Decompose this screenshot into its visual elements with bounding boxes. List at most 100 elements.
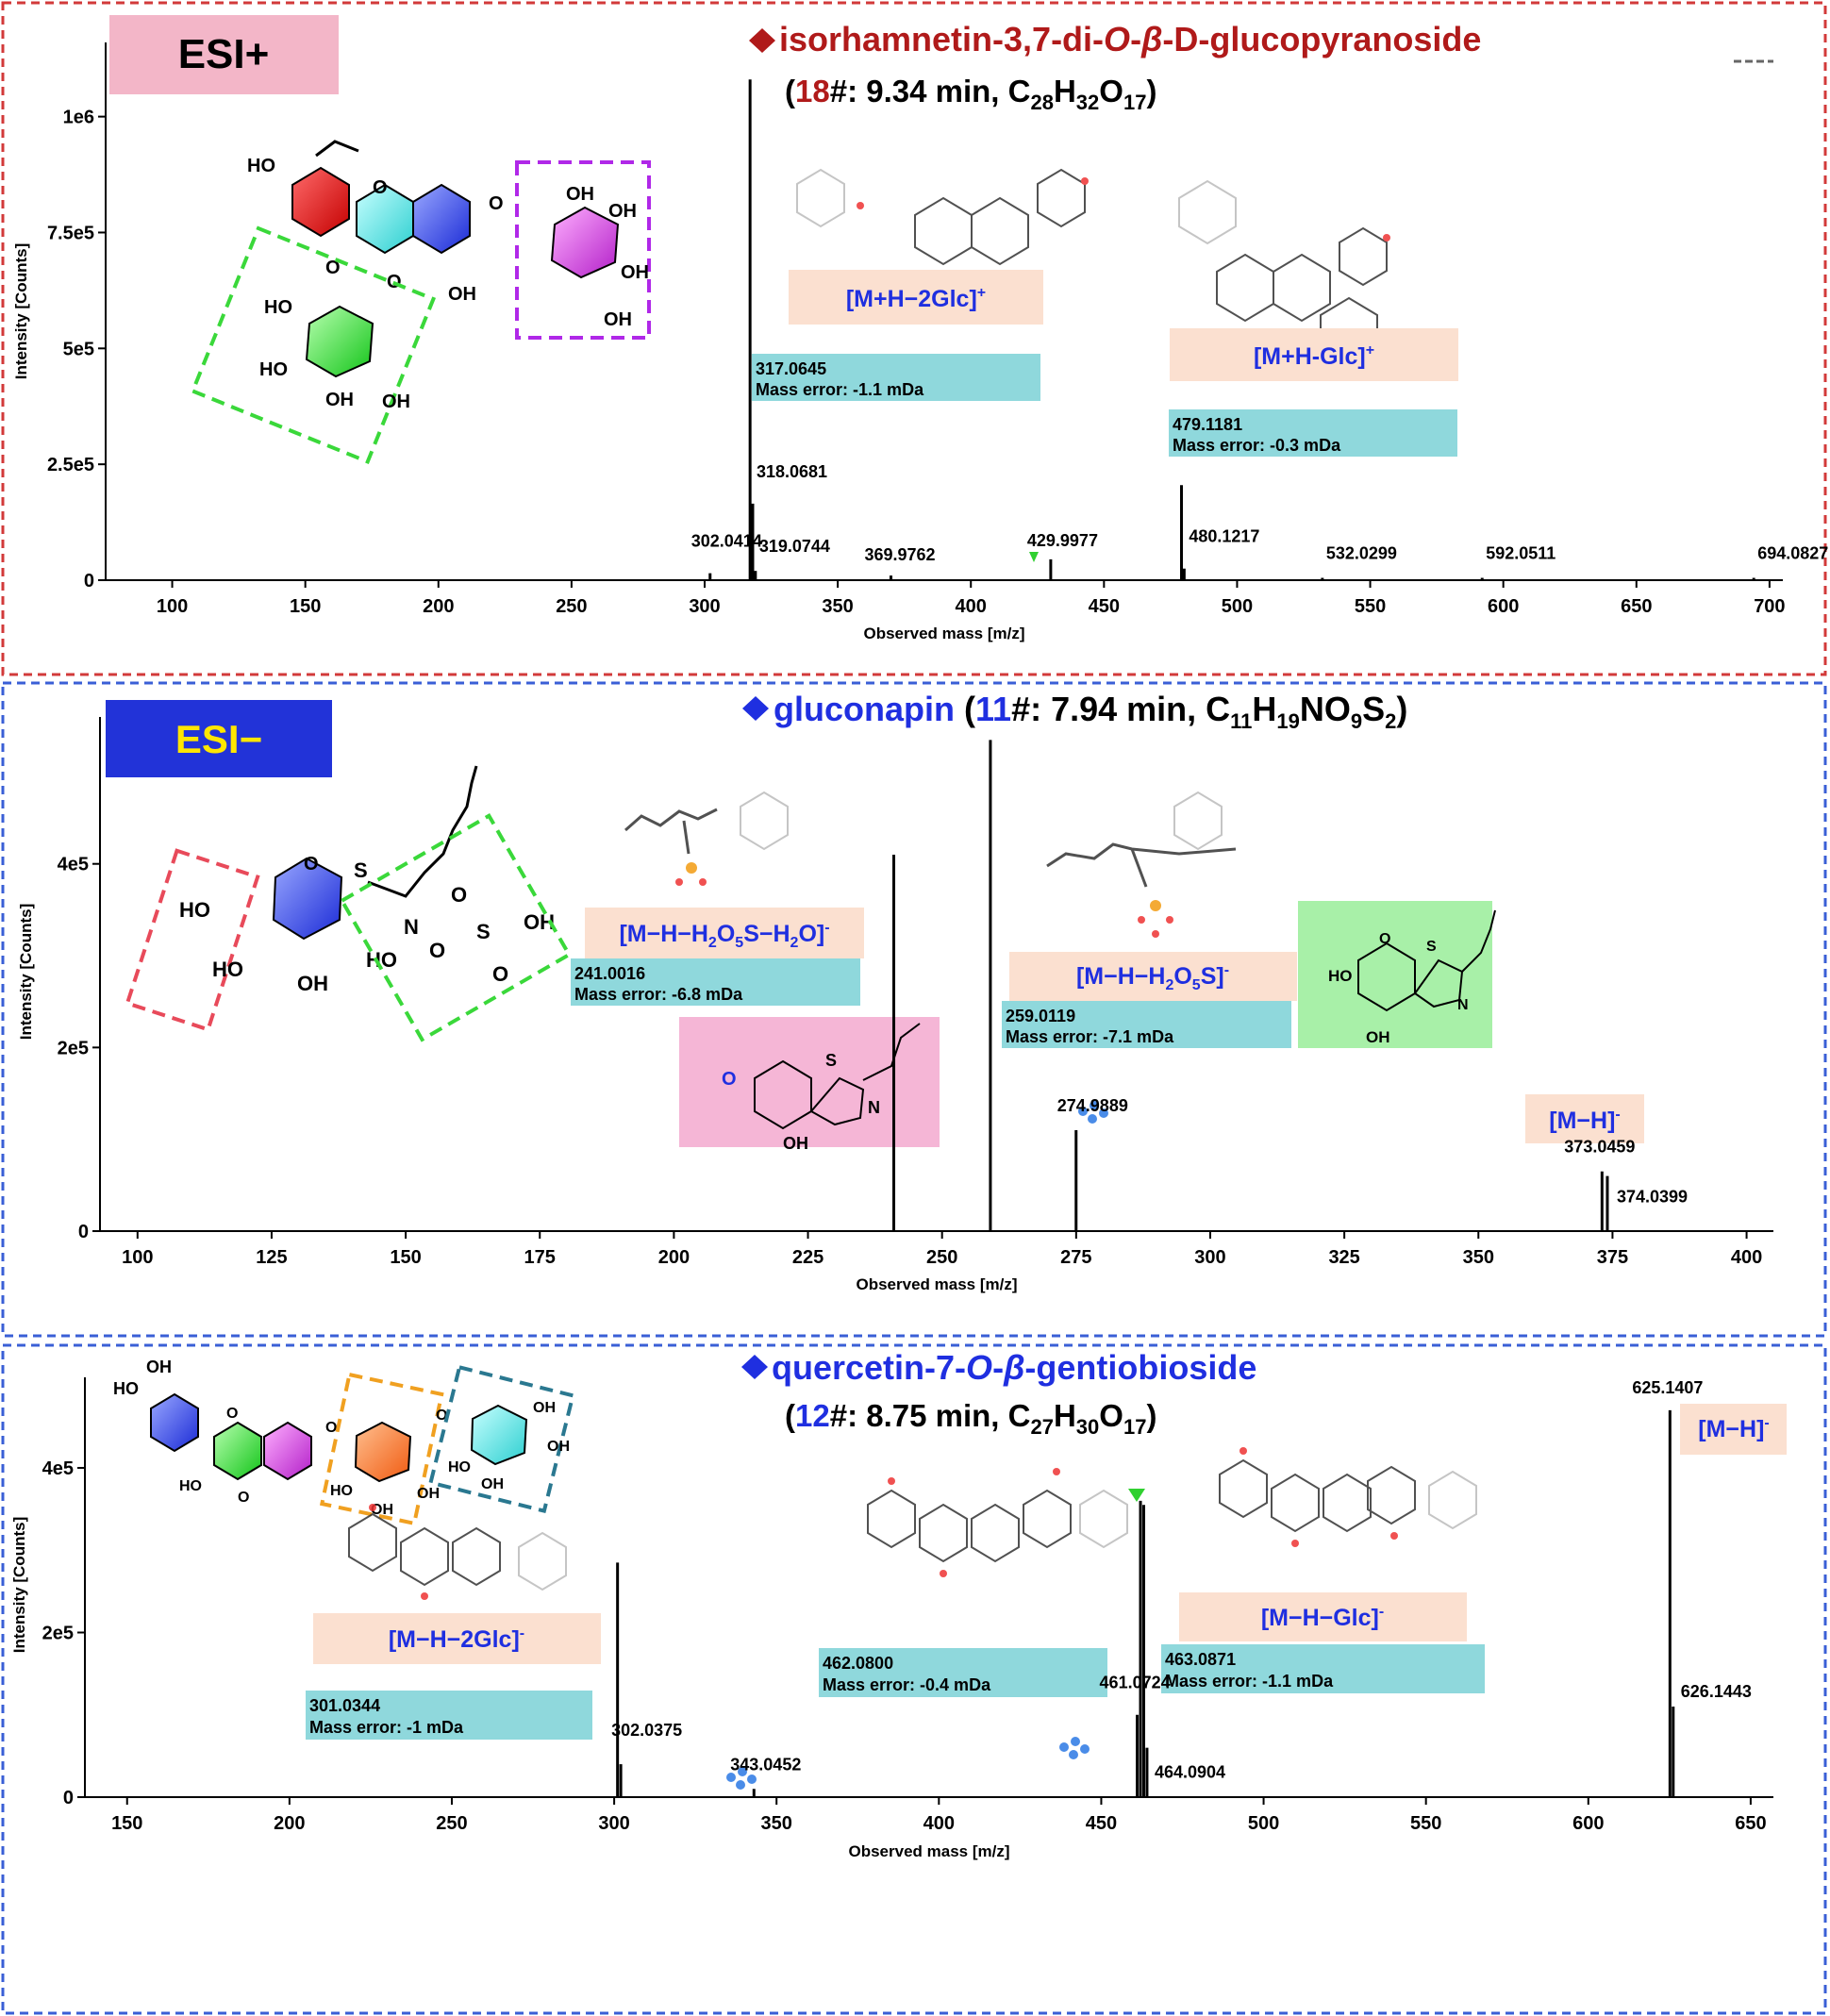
svg-text:N: N xyxy=(404,915,419,939)
x-tick-label: 300 xyxy=(689,596,720,617)
peak-label: 319.0744 xyxy=(759,537,830,556)
svg-text:HO: HO xyxy=(179,898,210,922)
fragment-structure-icon xyxy=(348,1504,567,1600)
fragment-structure-icon xyxy=(796,168,1089,277)
x-axis-label: Observed mass [m/z] xyxy=(856,1275,1017,1293)
x-tick-label: 650 xyxy=(1621,596,1652,617)
diamond-icon xyxy=(741,1355,768,1379)
svg-text:HO: HO xyxy=(247,156,275,176)
svg-text:OH: OH xyxy=(533,1400,556,1416)
mass-value-8: 462.0800 xyxy=(823,1654,893,1673)
x-tick-label: 600 xyxy=(1572,1813,1604,1834)
x-tick-label: 300 xyxy=(1194,1247,1225,1268)
mass-value-6: 301.0344 xyxy=(309,1696,380,1715)
esi-negative-label-box xyxy=(106,700,332,777)
svg-text:HO: HO xyxy=(330,1483,353,1499)
svg-text:HO: HO xyxy=(113,1379,139,1398)
fragment-structure-icon xyxy=(1219,1447,1477,1547)
svg-text:O: O xyxy=(722,1069,737,1090)
x-tick-label: 450 xyxy=(1086,1813,1117,1834)
mass-error-8: Mass error: -0.4 mDa xyxy=(823,1675,991,1694)
green-triangle-marker-icon xyxy=(1128,1489,1145,1502)
y-tick-label: 0 xyxy=(63,1788,74,1808)
svg-text:O: O xyxy=(492,962,508,986)
fragment-structure-icon xyxy=(867,1468,1128,1577)
svg-text:OH: OH xyxy=(608,201,637,222)
peak-label: 318.0681 xyxy=(757,462,827,481)
svg-text:S: S xyxy=(825,1051,837,1070)
x-tick-label: 325 xyxy=(1328,1247,1359,1268)
water-drop-icon xyxy=(726,1767,757,1790)
x-tick-label: 550 xyxy=(1410,1813,1441,1834)
svg-text:S: S xyxy=(476,920,491,943)
pink-structure-bg xyxy=(679,1017,940,1147)
svg-text:S: S xyxy=(1426,939,1437,955)
svg-text:O: O xyxy=(489,193,504,214)
peak-label: 373.0459 xyxy=(1564,1138,1635,1157)
fragment-box-5 xyxy=(1525,1094,1644,1143)
mass-value-1: 317.0645 xyxy=(756,359,826,378)
compound-subtitle-3: (12#: 8.75 min, C27H30O17) xyxy=(785,1398,1156,1439)
fragment-label-6: [M−H−2Glc]- xyxy=(389,1625,524,1653)
peak-label: 429.9977 xyxy=(1027,531,1098,550)
x-tick-label: 175 xyxy=(524,1247,556,1268)
fragment-box-2 xyxy=(1170,328,1458,381)
panel-esi-negative: ESI− gluconapin (11#: 7.94 min, C11H19NO… xyxy=(17,690,1773,1293)
mass-error-3: Mass error: -6.8 mDa xyxy=(574,985,743,1004)
svg-text:OH: OH xyxy=(417,1486,440,1502)
peak-label: 625.1407 xyxy=(1632,1378,1703,1397)
compound-subtitle-1: (18#: 9.34 min, C28H32O17) xyxy=(785,74,1156,114)
molecule-structure-icon: O S HO HO OH HO N O S O O OH xyxy=(125,765,573,1042)
mass-error-2: Mass error: -0.3 mDa xyxy=(1173,436,1341,455)
peak-label: 274.9889 xyxy=(1057,1096,1128,1115)
peak-label: 343.0452 xyxy=(730,1755,801,1774)
x-tick-label: 500 xyxy=(1222,596,1253,617)
panel-2-border xyxy=(1,681,1827,1338)
svg-text:OH: OH xyxy=(146,1358,172,1376)
svg-text:N: N xyxy=(1457,997,1469,1013)
mass-value-4: 259.0119 xyxy=(1006,1007,1075,1025)
peak-label: 532.0299 xyxy=(1326,544,1397,563)
x-tick-label: 400 xyxy=(923,1813,955,1834)
svg-text:OH: OH xyxy=(604,309,632,330)
x-tick-label: 400 xyxy=(1731,1247,1762,1268)
fragment-label-4: [M−H−H2O5S]- xyxy=(1076,962,1229,993)
svg-text:O: O xyxy=(325,258,341,278)
peak-label: 480.1217 xyxy=(1189,527,1259,546)
fragment-structure-icon xyxy=(624,791,789,886)
fragment-label-3: [M−H−H2O5S−H2O]- xyxy=(619,920,829,951)
compound-title-1: isorhamnetin-3,7-di-O-β-D-glucopyranosid… xyxy=(779,20,1481,58)
x-tick-label: 350 xyxy=(822,596,853,617)
peak-label: 592.0511 xyxy=(1486,544,1556,563)
svg-text:HO: HO xyxy=(179,1478,202,1494)
x-tick-label: 500 xyxy=(1248,1813,1279,1834)
fragment-box-7 xyxy=(1179,1592,1467,1641)
peak-label: 464.0904 xyxy=(1155,1763,1225,1782)
compound-title-2: gluconapin (11#: 7.94 min, C11H19NO9S2) xyxy=(774,690,1407,733)
y-tick-label: 2e5 xyxy=(42,1623,74,1643)
esi-negative-label: ESI− xyxy=(175,717,262,761)
y-tick-label: 4e5 xyxy=(58,855,89,875)
peak-label: 374.0399 xyxy=(1617,1188,1688,1207)
x-tick-label: 275 xyxy=(1060,1247,1091,1268)
x-tick-label: 450 xyxy=(1089,596,1120,617)
x-tick-label: 250 xyxy=(926,1247,957,1268)
svg-text:OH: OH xyxy=(481,1476,504,1492)
green-structure-bg xyxy=(1298,901,1492,1048)
water-drop-icon xyxy=(1078,1101,1108,1124)
y-tick-label: 4e5 xyxy=(42,1458,74,1479)
mass-error-7: Mass error: -1.1 mDa xyxy=(1165,1672,1334,1691)
y-axis-label: Intensity [Counts] xyxy=(17,904,35,1041)
peak-label: 626.1443 xyxy=(1681,1682,1752,1701)
svg-text:OH: OH xyxy=(382,392,410,412)
x-tick-label: 150 xyxy=(390,1247,421,1268)
svg-text:OH: OH xyxy=(566,184,594,205)
svg-text:O: O xyxy=(429,939,445,962)
mass-value-7: 463.0871 xyxy=(1165,1650,1236,1669)
fragment-label-5: [M−H]- xyxy=(1549,1107,1620,1134)
svg-text:O: O xyxy=(226,1406,238,1422)
mass-error-4: Mass error: -7.1 mDa xyxy=(1006,1027,1174,1046)
mass-box-4 xyxy=(1002,1001,1291,1048)
x-tick-label: 300 xyxy=(598,1813,629,1834)
